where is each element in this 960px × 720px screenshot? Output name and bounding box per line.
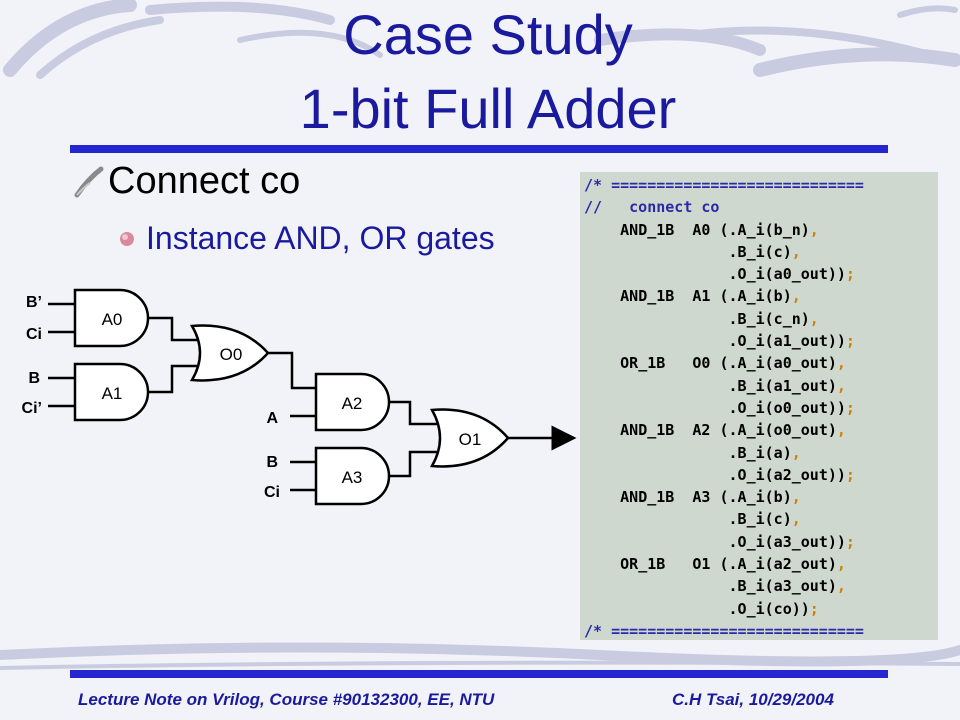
gate-label-o1: O1 <box>459 430 482 449</box>
code-line: .B_i(a3_out), <box>728 577 846 596</box>
gate-a0 <box>73 288 150 348</box>
gate-o1 <box>429 408 510 468</box>
code-line: AND_1B A2 (.A_i(o0_out), <box>620 421 846 440</box>
code-line: AND_1B A0 (.A_i(b_n), <box>620 220 819 239</box>
footer-divider <box>70 670 888 678</box>
gate-a1 <box>73 362 150 422</box>
gate-label-a0: A0 <box>102 310 123 329</box>
verilog-code-panel: /* ============================ // conne… <box>580 172 938 640</box>
code-line: AND_1B A3 (.A_i(b), <box>620 488 801 507</box>
code-line: .O_i(o0_out)); <box>728 398 855 417</box>
footer-author-date: C.H Tsai, 10/29/2004 <box>672 690 834 709</box>
code-line: /* ============================ <box>584 621 864 640</box>
slide-title-line1: Case Study <box>343 3 633 66</box>
code-line: AND_1B A1 (.A_i(b), <box>620 287 801 306</box>
code-line: .B_i(a), <box>728 443 801 462</box>
full-adder-circuit-diagram: A0 A1 O0 A2 A3 O1 B’ Ci B Ci’ A B Ci <box>22 288 577 506</box>
code-line: .B_i(c_n), <box>728 309 819 328</box>
code-line: .O_i(a2_out)); <box>728 465 855 484</box>
input-label-ci: Ci <box>26 326 42 343</box>
code-line: OR_1B O1 (.A_i(a2_out), <box>620 555 846 574</box>
code-line: .O_i(a1_out)); <box>728 332 855 351</box>
input-label-b-2: B <box>266 454 278 471</box>
gate-label-a2: A2 <box>342 394 363 413</box>
bullet-level1-text: Connect co <box>108 160 301 202</box>
gate-label-a1: A1 <box>102 384 123 403</box>
gate-a3 <box>314 446 391 506</box>
bullet-level1: Connect co <box>74 160 300 203</box>
code-line: OR_1B O0 (.A_i(a0_out), <box>620 354 846 373</box>
code-line: // connect co <box>584 198 720 217</box>
input-label-ci-2: Ci <box>264 484 280 501</box>
bullet-level2: Instance AND, OR gates <box>118 220 495 257</box>
code-line: .B_i(c), <box>728 242 801 261</box>
input-label-a: A <box>266 410 278 427</box>
slide-title-line2: 1-bit Full Adder <box>299 77 677 140</box>
brush-bullet-icon <box>74 166 104 197</box>
code-line: .O_i(co)); <box>728 599 819 618</box>
gate-a2 <box>314 372 391 432</box>
input-label-b: B <box>28 370 40 387</box>
code-line: .B_i(c), <box>728 510 801 529</box>
dot-bullet-icon <box>120 231 134 246</box>
gate-label-o0: O0 <box>220 345 243 364</box>
code-line: .B_i(a1_out), <box>728 376 846 395</box>
input-label-ci-prime: Ci’ <box>22 400 42 417</box>
gate-o0 <box>189 324 270 382</box>
footer-course-note: Lecture Note on Vrilog, Course #90132300… <box>78 690 495 709</box>
code-line: /* ============================ <box>584 176 864 194</box>
bullet-level2-text: Instance AND, OR gates <box>146 220 495 256</box>
code-line: .O_i(a3_out)); <box>728 532 855 551</box>
gate-label-a3: A3 <box>342 468 363 487</box>
title-divider <box>70 145 888 153</box>
input-label-b-prime: B’ <box>26 294 42 311</box>
code-line: .O_i(a0_out)); <box>728 265 855 284</box>
